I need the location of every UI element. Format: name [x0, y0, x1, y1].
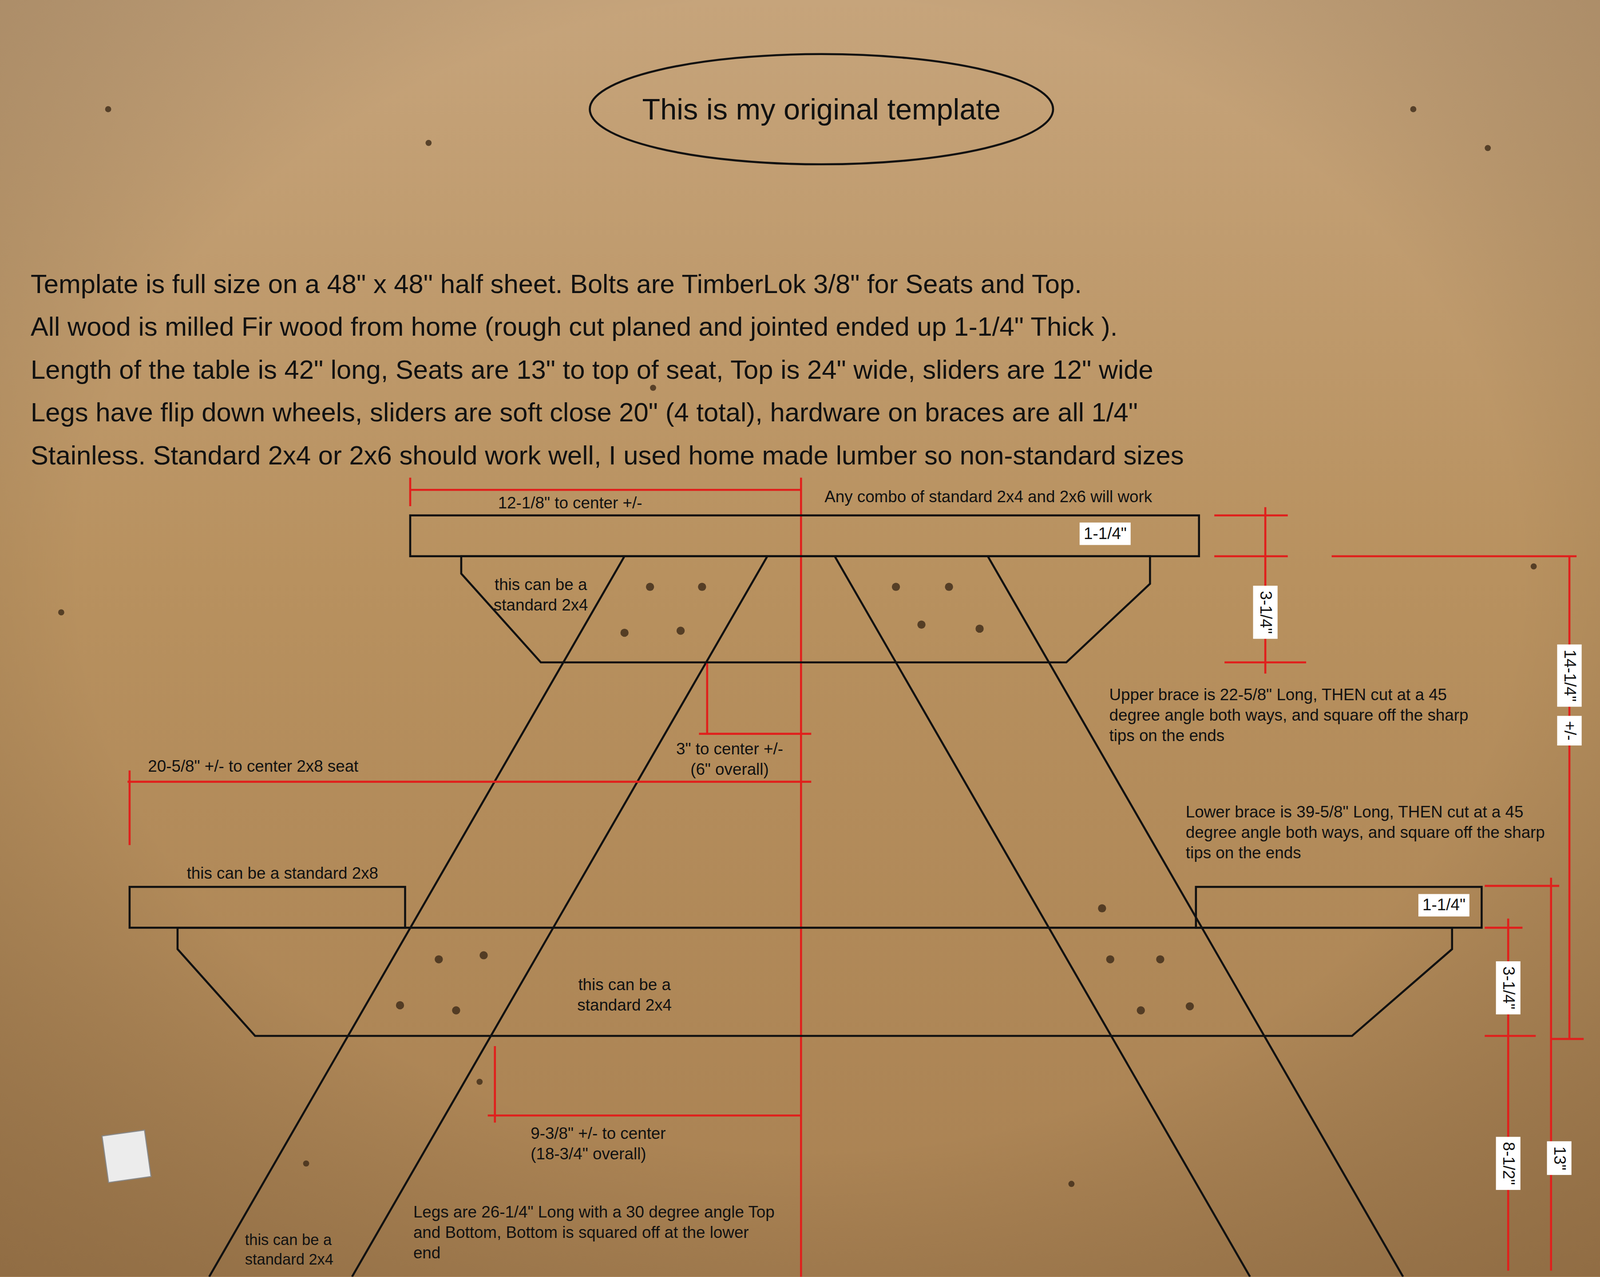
dimension-label: 3-1/4" [1496, 961, 1521, 1015]
board-outline [1196, 886, 1482, 928]
part-note: this can be a standard 2x8 [186, 863, 379, 884]
brace-outline [177, 927, 1453, 1036]
part-note: this can be a standard 2x4 [553, 974, 697, 1016]
dimension-label: 9-3/8" +/- to center (18-3/4" overall) [530, 1123, 694, 1165]
dimension-label: +/- [1557, 715, 1582, 746]
thickness-tag: 1-1/4" [1079, 522, 1131, 546]
thickness-tag: 1-1/4" [1418, 893, 1470, 917]
cut-note: Lower brace is 39-5/8" Long, THEN cut at… [1185, 802, 1553, 864]
dimension-label: 3" to center +/- (6" overall) [668, 738, 792, 780]
title-text: This is my original template [588, 53, 1054, 166]
part-note: this can be a standard 2x4 [484, 574, 598, 616]
cut-note: Legs are 26-1/4" Long with a 30 degree a… [413, 1202, 776, 1264]
dimension-label: 14-1/4" [1557, 644, 1582, 707]
brace-outline [461, 556, 1150, 663]
note-line: Length of the table is 42" long, Seats a… [30, 352, 1154, 387]
cut-note: Upper brace is 22-5/8" Long, THEN cut at… [1108, 684, 1472, 746]
board-outline [410, 515, 1200, 557]
note-line: All wood is milled Fir wood from home (r… [30, 310, 1118, 344]
note-text: Any combo of standard 2x4 and 2x6 will w… [824, 486, 1153, 507]
note-line: Legs have flip down wheels, sliders are … [30, 396, 1138, 430]
dimension-label: 8-1/2" [1496, 1136, 1521, 1190]
table-top-board: 1-1/4" [410, 515, 1200, 557]
part-note: this can be a standard 2x4 [245, 1230, 354, 1269]
seat-board: 1-1/4" [1196, 886, 1482, 928]
title-ellipse: This is my original template [588, 53, 1054, 166]
lower-brace-outline [177, 927, 1453, 1036]
dimension-label: 3-1/4" [1253, 585, 1278, 639]
dimension-label: 20-5/8" +/- to center 2x8 seat [147, 756, 359, 777]
note-line: Template is full size on a 48" x 48" hal… [30, 267, 1082, 301]
dimension-label: 12-1/8" to center +/- [498, 492, 643, 514]
note-line: Stainless. Standard 2x4 or 2x6 should wo… [30, 438, 1185, 472]
dimension-label: 13" [1547, 1140, 1572, 1176]
lower-brace: this can be a standard 2x4 [177, 927, 1453, 1036]
upper-brace: this can be a standard 2x4 [461, 556, 1150, 663]
